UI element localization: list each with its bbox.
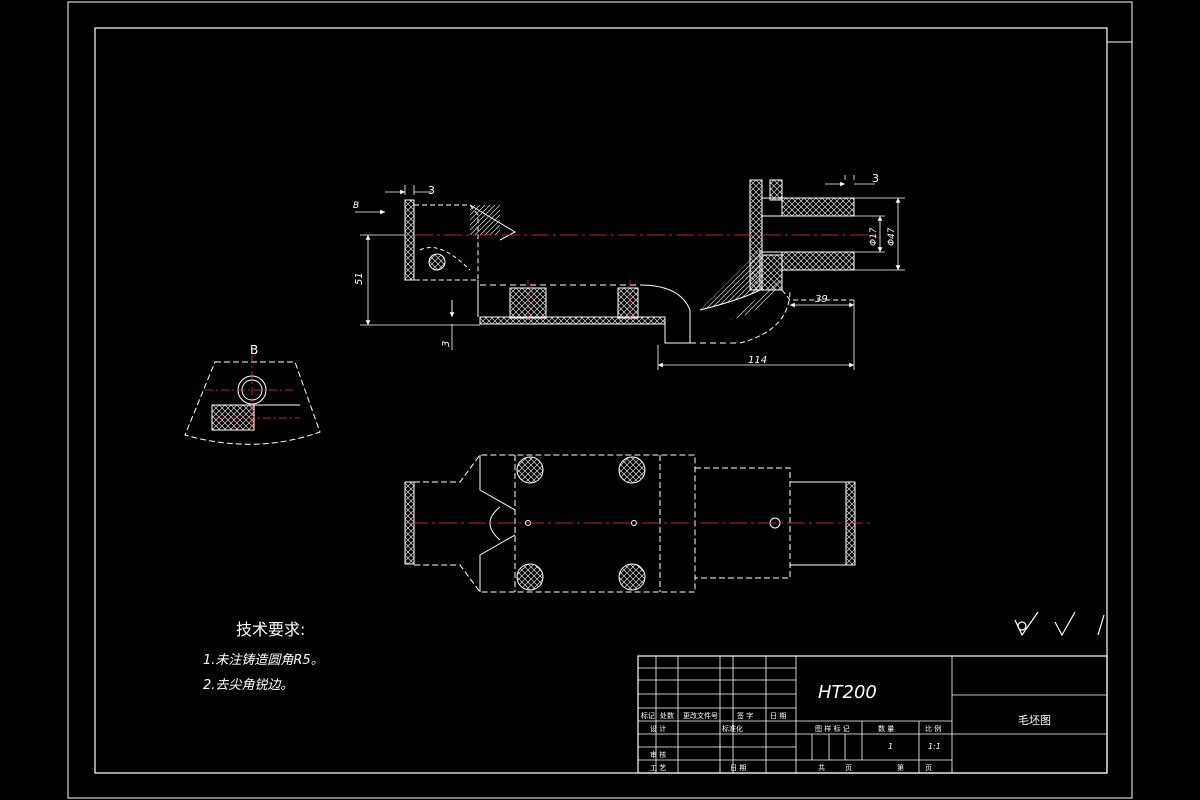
tb-bili: 比 例 xyxy=(925,724,941,733)
dim-dia-inner: Φ17 xyxy=(869,227,879,246)
tech-req-2: 2.去尖角锐边。 xyxy=(203,678,293,693)
tb-zhang2: 页 xyxy=(925,764,932,772)
tb-scale: 1:1 xyxy=(928,742,941,751)
top-view xyxy=(404,454,856,593)
tb-di: 第 xyxy=(897,763,904,772)
dim-114: 114 xyxy=(748,355,767,366)
tb-chushu: 处数 xyxy=(660,711,674,720)
tech-title: 技术要求: xyxy=(236,620,305,639)
tb-riqi: 日 期 xyxy=(770,712,786,720)
outer-border xyxy=(67,1,1133,799)
title-block xyxy=(637,655,1108,774)
view-arrow-label: B xyxy=(353,201,359,211)
drawing-name: 毛坯图 xyxy=(1018,714,1051,727)
tb-shenhe: 审 核 xyxy=(650,750,666,759)
tech-req-1: 1.未注铸造圆角R5。 xyxy=(203,653,324,668)
roughness-symbols xyxy=(1014,611,1105,637)
dim-bottom: 3 xyxy=(441,341,452,347)
hole-cl-1 xyxy=(527,280,631,325)
tb-zhang1: 页 xyxy=(845,764,852,772)
tb-gengwen: 更改文件号 xyxy=(683,711,718,720)
front-dimensions xyxy=(355,175,905,370)
dim-top-left: 3 xyxy=(428,184,435,197)
dim-top-right: 3 xyxy=(872,172,879,185)
dim-height: 51 xyxy=(354,272,365,285)
tb-zhongliang: 数 量 xyxy=(878,724,894,733)
tb-gongyi: 工 艺 xyxy=(650,764,666,772)
dim-39: 39 xyxy=(815,294,828,305)
inner-frame xyxy=(94,27,1108,774)
b-view xyxy=(184,361,321,445)
tb-biaoji: 标记 xyxy=(641,711,655,720)
section-label: B xyxy=(250,343,258,357)
tb-qianzi: 签 字 xyxy=(737,711,753,720)
tb-biaozhunhua: 标准化 xyxy=(722,724,743,733)
material-label: HT200 xyxy=(818,682,877,703)
dim-dia-outer: Φ47 xyxy=(887,227,897,246)
front-section-view xyxy=(404,179,855,344)
tb-qty: 1 xyxy=(888,742,893,751)
tb-riqi2: 日 期 xyxy=(730,764,746,772)
tb-gong: 共 xyxy=(818,763,825,772)
tb-sheji: 设 计 xyxy=(650,724,666,733)
b-view-centerlines xyxy=(205,355,300,435)
tb-tuyang: 图 样 标 记 xyxy=(815,724,850,733)
